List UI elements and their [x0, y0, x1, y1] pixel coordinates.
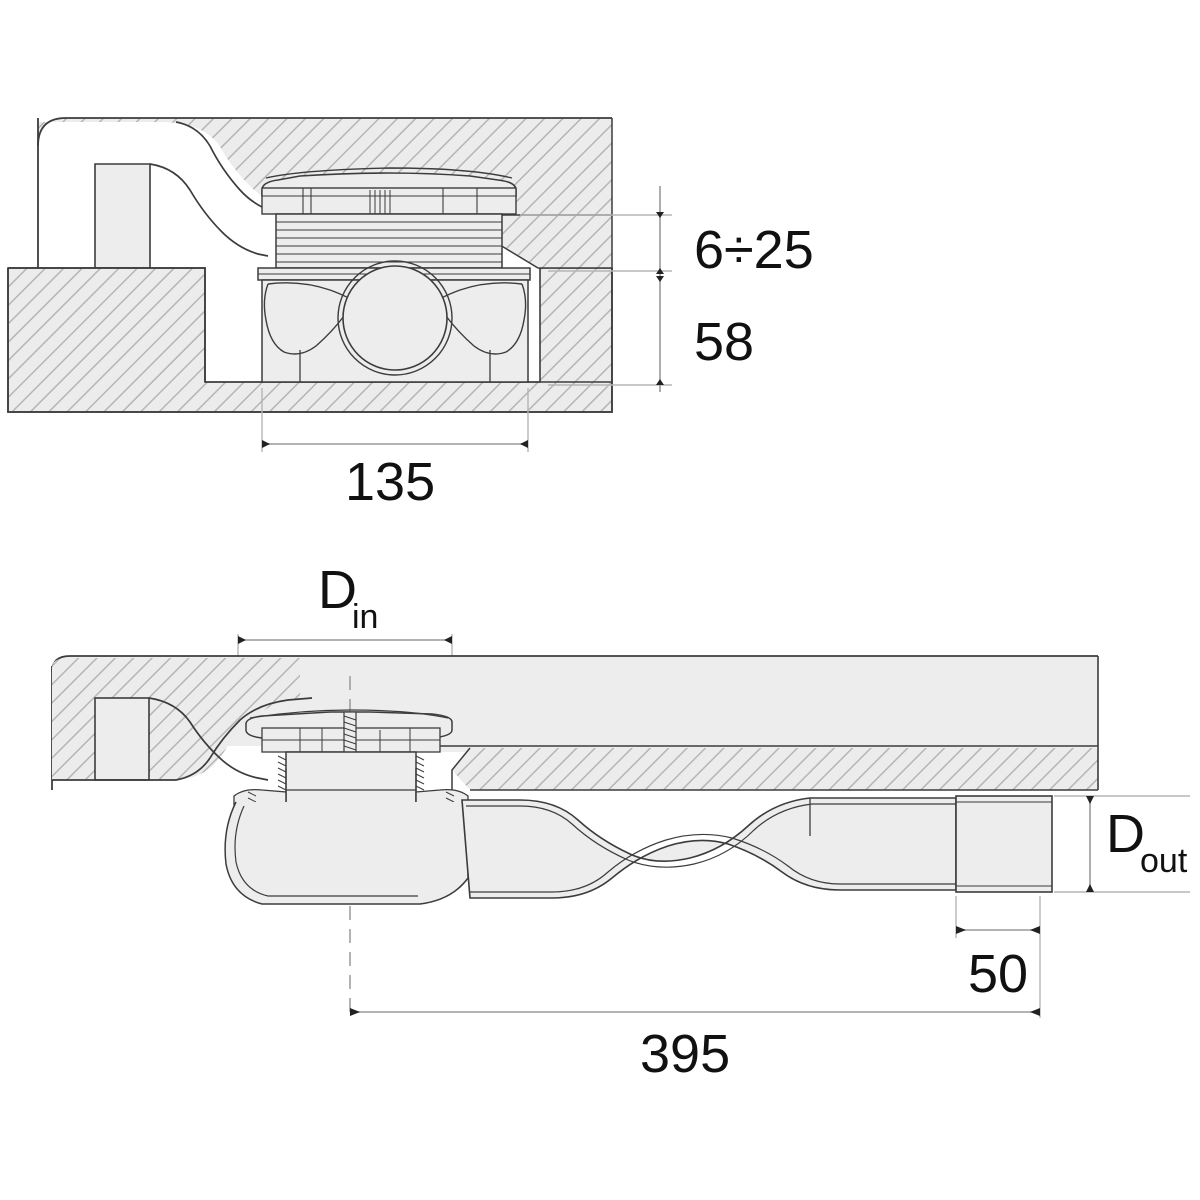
dimension-din-label: D: [318, 560, 357, 620]
dimension-58-label: 58: [694, 312, 754, 372]
dimension-flange-width: 135: [261, 388, 529, 512]
top-extension-lines: [520, 214, 672, 386]
dimension-inlet-diameter: D in: [237, 560, 453, 730]
dimension-body-height: 58: [656, 276, 754, 385]
dimension-6-25-label: 6÷25: [694, 220, 814, 280]
top-riser-ribs: [275, 213, 503, 269]
top-siphon-body: [261, 260, 529, 383]
dimension-395-label: 395: [640, 1024, 730, 1084]
dimension-outlet-diameter: D out: [1054, 795, 1190, 893]
bottom-grate-cap: [245, 709, 453, 801]
bottom-outlet-pipe: [461, 795, 1053, 899]
top-view-section: 6÷25 58 135: [7, 117, 814, 512]
dimension-135-label: 135: [345, 452, 435, 512]
dimension-total-length: 395: [350, 1008, 1040, 1084]
dimension-grate-height: 6÷25: [656, 186, 814, 392]
dimension-din-subscript: in: [352, 598, 378, 636]
dimension-50-label: 50: [968, 944, 1028, 1004]
dimension-dout-subscript: out: [1140, 842, 1188, 880]
dimension-dout-label: D: [1106, 804, 1145, 864]
top-grate-cap: [261, 167, 517, 215]
bottom-trap-bowl: [224, 801, 469, 905]
bottom-view-assembly: D in: [51, 560, 1190, 1084]
dimension-spigot-length: 50: [955, 896, 1041, 1018]
bottom-body-threads: [277, 755, 425, 791]
